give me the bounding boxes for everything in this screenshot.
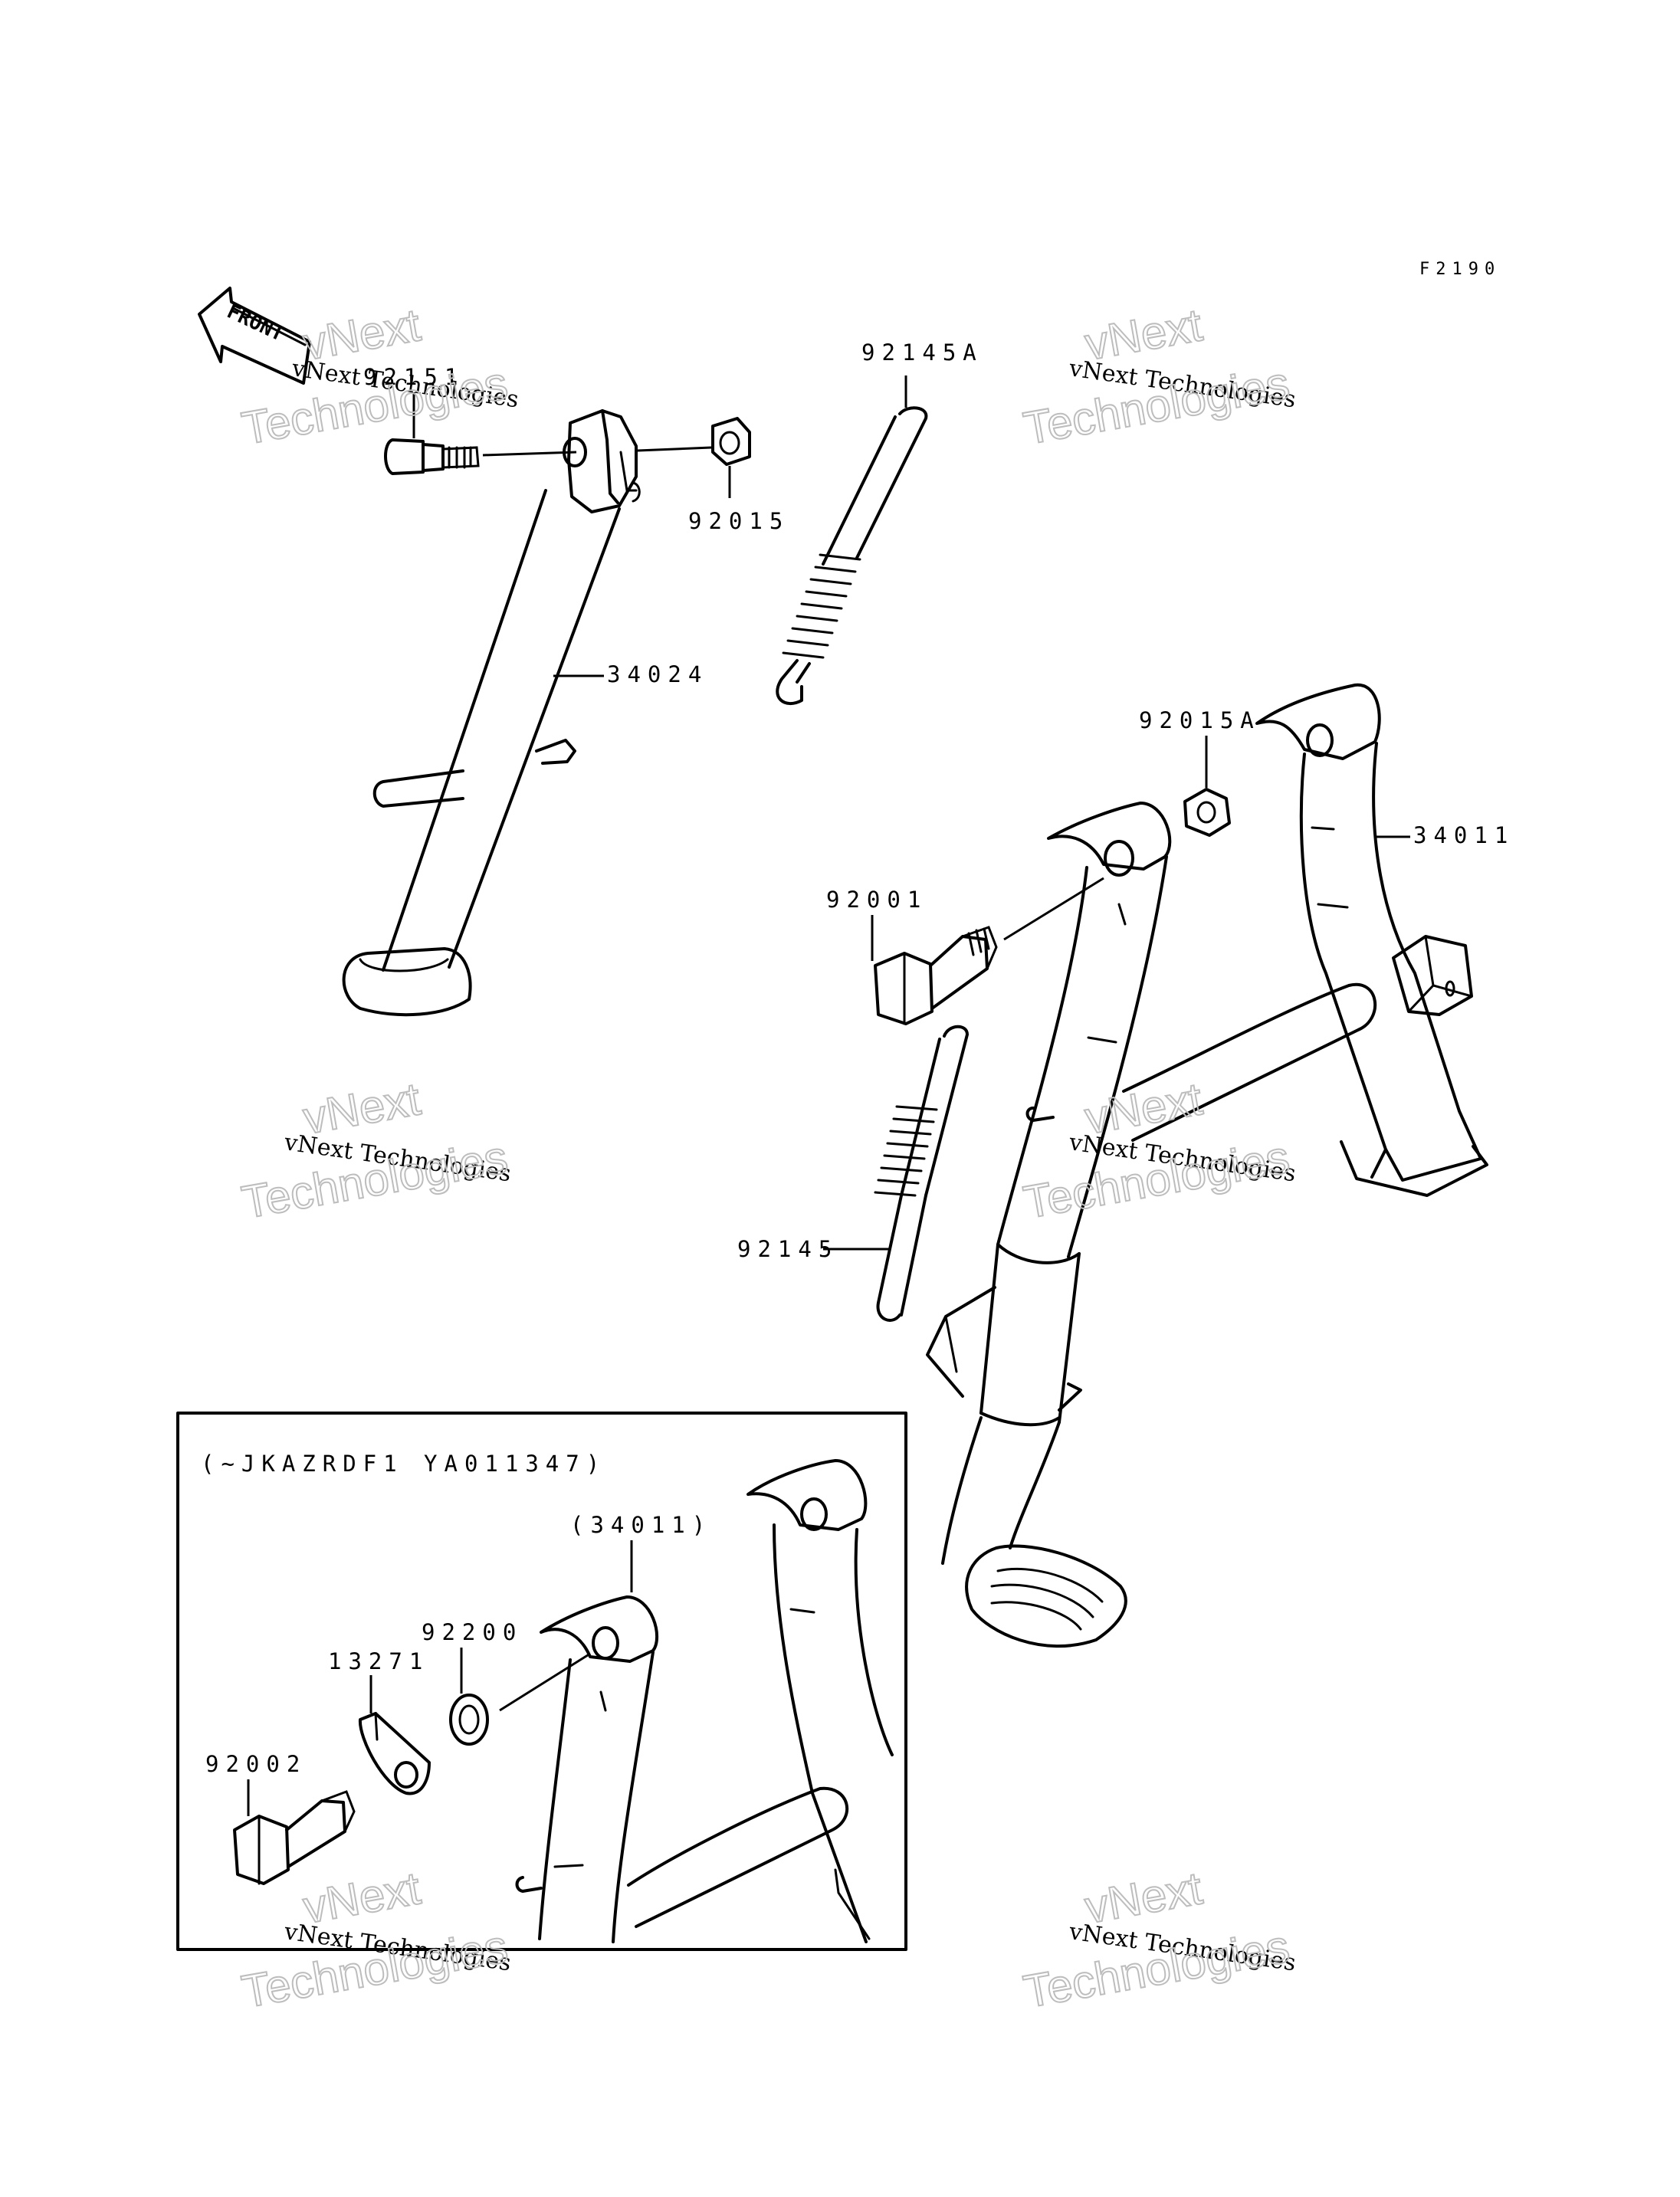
svg-text:vNext: vNext bbox=[1081, 1073, 1206, 1144]
label-92015A: 92015A bbox=[1139, 707, 1261, 733]
bolt-92002 bbox=[233, 1790, 356, 1885]
label-34024: 34024 bbox=[607, 661, 708, 687]
watermark-top-right: vNext Technologies vNext Technologies bbox=[1019, 298, 1298, 455]
watermark-bottom-right: vNext Technologies vNext Technologies bbox=[1019, 1861, 1298, 2018]
watermark-mid-right: vNext Technologies vNext Technologies bbox=[1019, 1072, 1298, 1229]
svg-text:vNext: vNext bbox=[1081, 299, 1206, 370]
label-92145: 92145 bbox=[737, 1236, 838, 1262]
front-arrow-label: FRONT bbox=[223, 300, 287, 346]
label-92002: 92002 bbox=[205, 1751, 307, 1777]
label-92001: 92001 bbox=[826, 887, 927, 913]
inset-box bbox=[176, 1412, 907, 1951]
label-34011-ref: (34011) bbox=[570, 1512, 712, 1538]
watermark-bottom-left: vNext Technologies vNext Technologies bbox=[238, 1861, 513, 2018]
svg-text:vNext: vNext bbox=[300, 1073, 425, 1144]
bolt-92151 bbox=[384, 438, 480, 475]
svg-text:vNext: vNext bbox=[300, 1862, 425, 1933]
label-92145A: 92145A bbox=[861, 339, 983, 366]
washer-92200 bbox=[449, 1694, 489, 1746]
label-92015: 92015 bbox=[688, 508, 789, 534]
stopper-plate-13271 bbox=[358, 1711, 431, 1795]
label-13271: 13271 bbox=[328, 1648, 429, 1674]
label-34011: 34011 bbox=[1413, 822, 1514, 848]
svg-text:vNext: vNext bbox=[1081, 1862, 1206, 1933]
spring-92145A bbox=[776, 406, 928, 706]
bolt-92001 bbox=[874, 926, 998, 1025]
svg-text:vNext: vNext bbox=[300, 299, 425, 370]
figure-code: F2190 bbox=[1419, 260, 1501, 279]
nut-92015 bbox=[711, 417, 751, 466]
spring-92145 bbox=[874, 1025, 969, 1322]
label-92151: 92151 bbox=[363, 364, 464, 390]
nut-92015A bbox=[1183, 788, 1231, 837]
center-stand-assembly bbox=[926, 683, 1488, 1648]
label-92200: 92200 bbox=[422, 1619, 523, 1645]
inset-stand bbox=[515, 1459, 894, 1943]
watermark-mid-left: vNext Technologies vNext Technologies bbox=[238, 1072, 513, 1229]
inset-note: (~JKAZRDF1 YA011347) bbox=[201, 1451, 606, 1477]
side-stand-assembly bbox=[342, 409, 641, 1017]
